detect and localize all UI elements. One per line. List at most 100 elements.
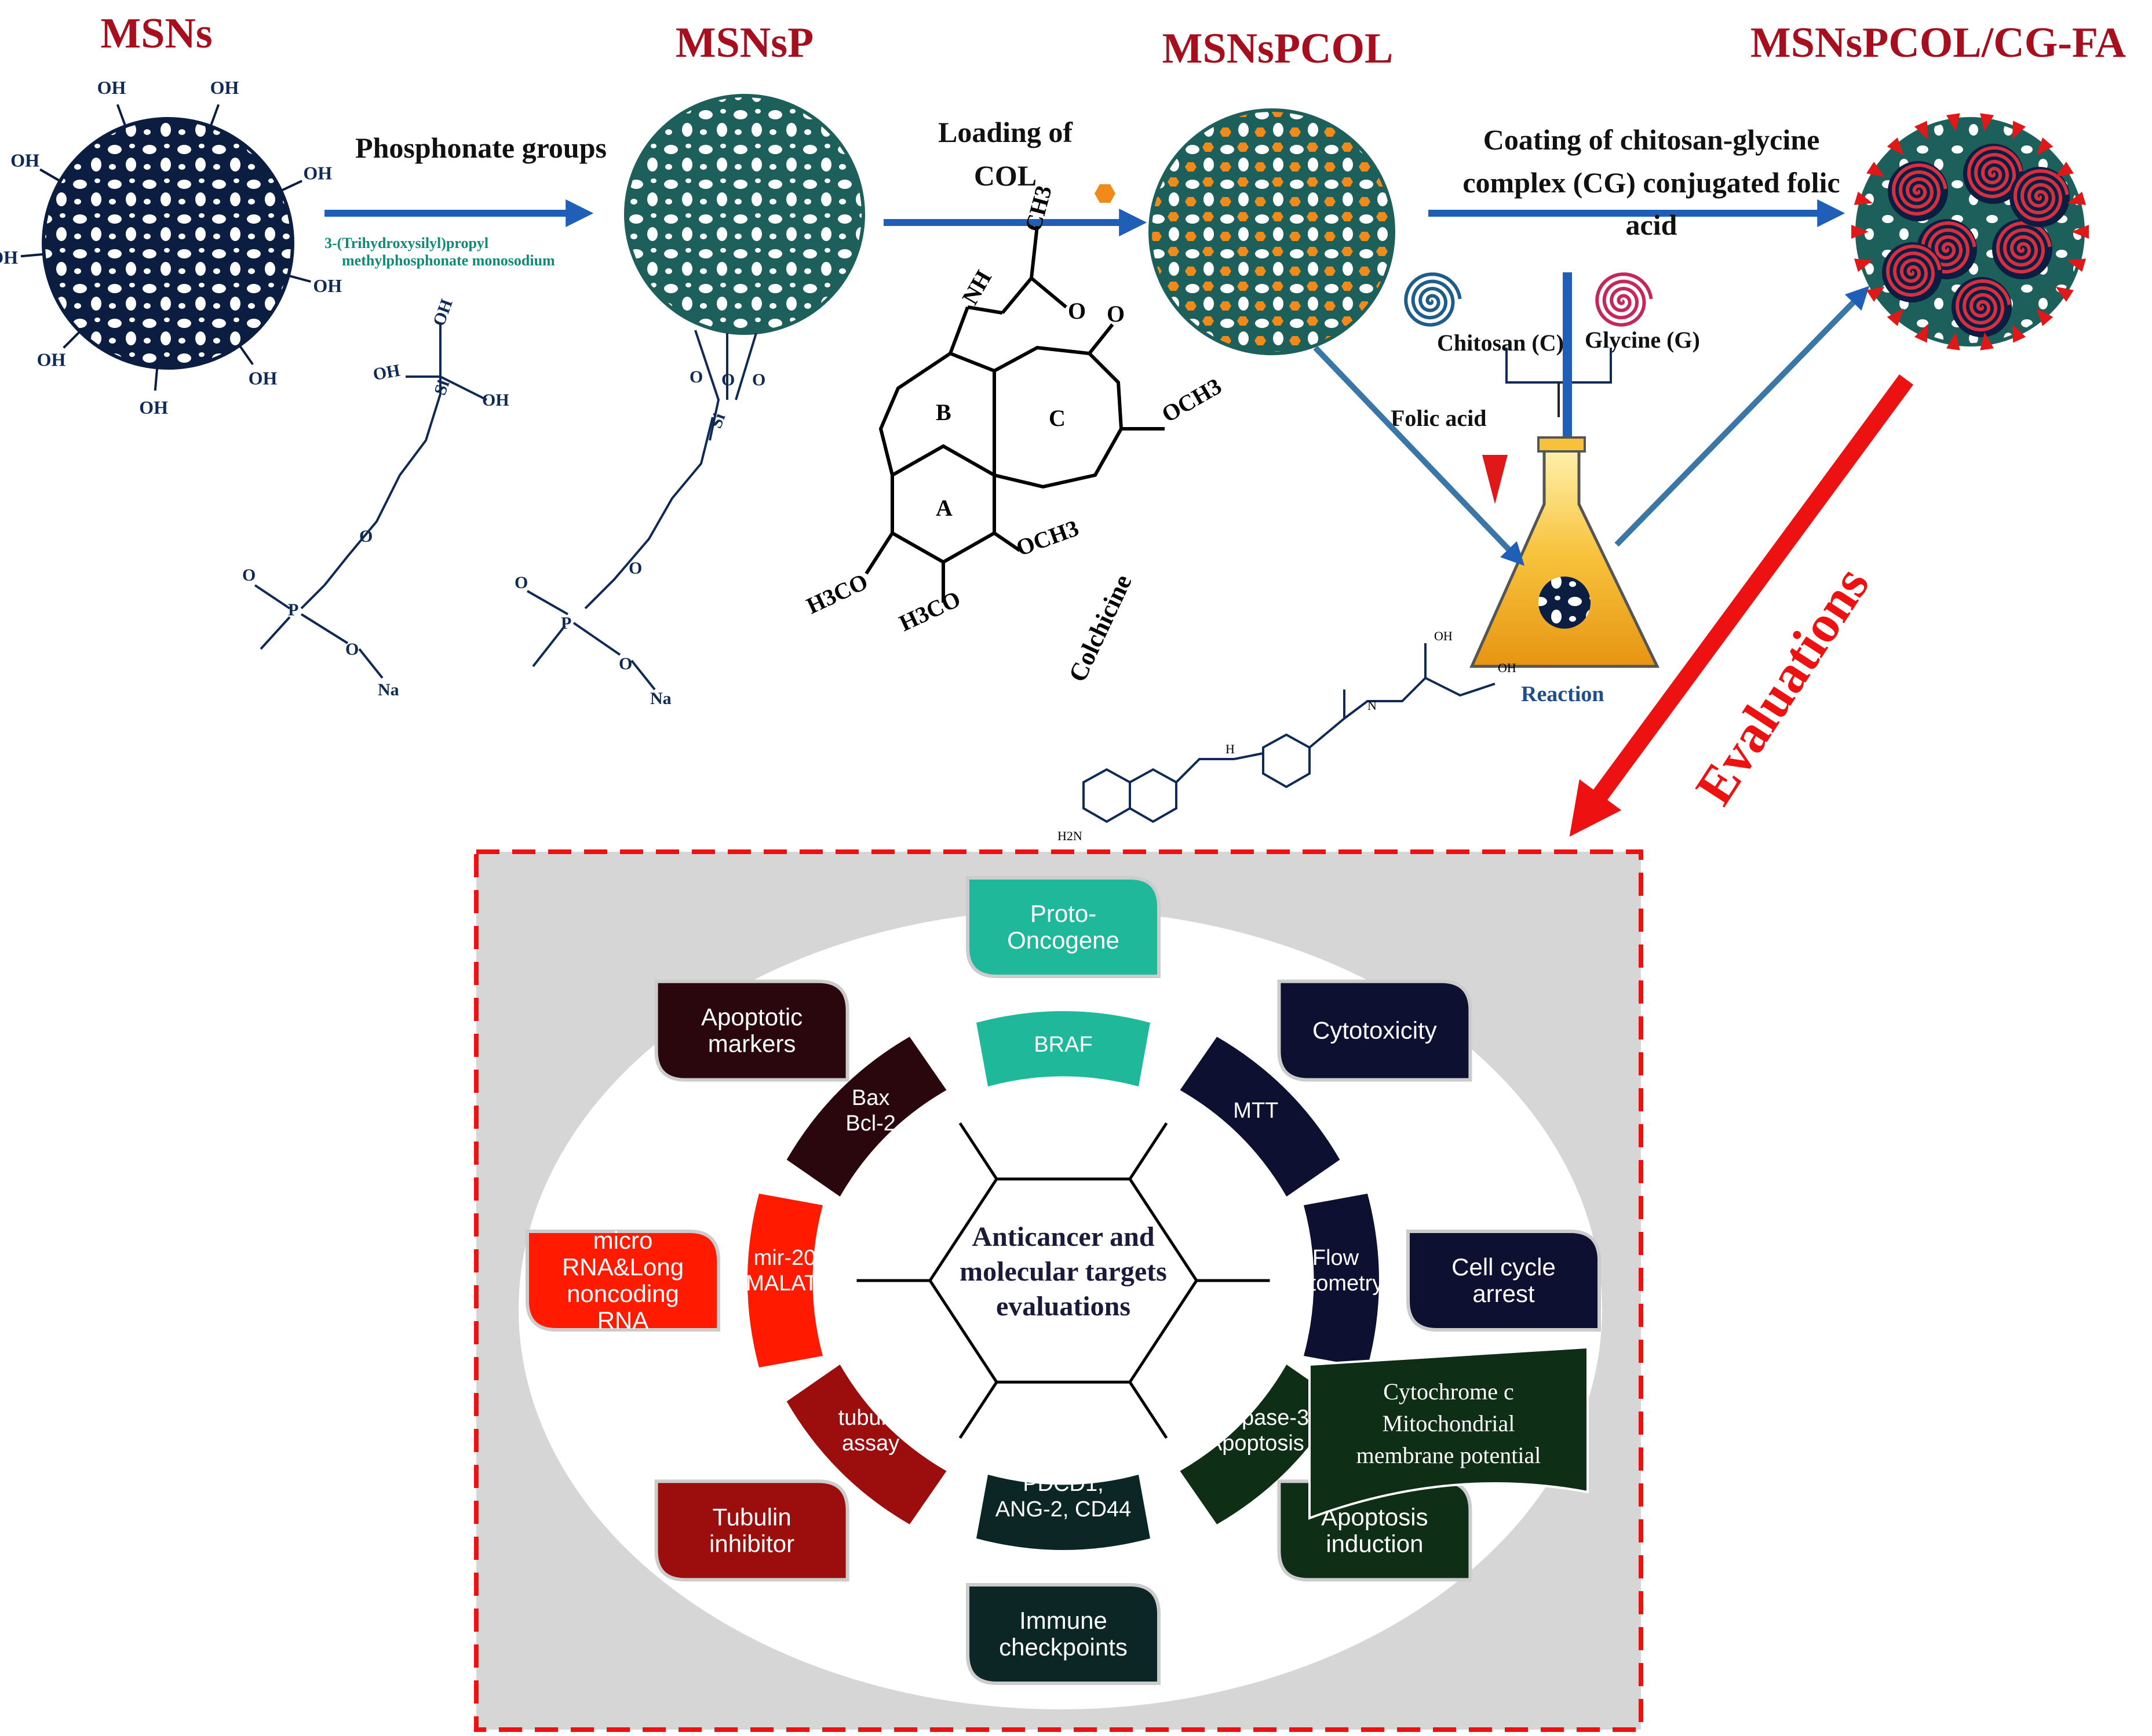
step3-label-3: acid	[1626, 209, 1677, 241]
folic-acid-label: Folic acid	[1391, 405, 1487, 431]
msnsp-particle: Si O O O O P O O Na	[515, 94, 865, 708]
petal-5-outer-0: Tubulin	[712, 1503, 791, 1530]
colchicine-label: Colchicine	[1063, 570, 1137, 686]
petal-6-outer-2: noncoding	[567, 1280, 679, 1307]
petal-2-inner-1: cytometry	[1288, 1271, 1384, 1296]
petal-1-outer-0: Cytotoxicity	[1312, 1017, 1437, 1044]
ring-label-b: B	[936, 399, 951, 425]
ho-left: OH	[371, 361, 402, 385]
petal-6-outer-0: micro	[593, 1227, 653, 1254]
petal-5-outer-1: inhibitor	[709, 1530, 794, 1557]
petal-6-inner-0: mir-205	[754, 1246, 829, 1270]
o-atom-6: O	[619, 654, 632, 673]
p-atom-2: P	[561, 614, 571, 633]
petal-5-inner-0: tubulin	[838, 1406, 903, 1430]
mito-line-2: Mitochondrial	[1383, 1410, 1515, 1436]
folic-acid-structure: H2N H N OH OH	[1057, 629, 1516, 843]
petal-4-outer-0: Immune	[1019, 1607, 1107, 1634]
petal-7-inner-1: Bcl-2	[845, 1111, 896, 1136]
nh-group: NH	[957, 266, 997, 309]
h3co-lower: H3CO	[895, 585, 965, 636]
reagent-structure: Si OH OH OH O P O O Na	[242, 297, 509, 699]
reaction-label: Reaction	[1521, 682, 1604, 706]
o-atom-5: O	[515, 573, 528, 592]
oh-top: OH	[429, 297, 457, 329]
petal-6-outer-1: RNA&Long	[562, 1253, 684, 1281]
glycine-spiral-icon	[1595, 272, 1653, 327]
col-hexagon-icon	[1095, 184, 1115, 203]
petal-6-inner-1: MALAT-1	[746, 1271, 836, 1296]
step2-label-2: COL	[974, 159, 1037, 192]
petal-2-outer-1: arrest	[1472, 1280, 1535, 1307]
step3-label-2: complex (CG) conjugated folic	[1462, 166, 1840, 199]
na-atom-2: Na	[650, 689, 672, 708]
chitosan-spiral-icon	[1404, 272, 1462, 327]
center-label-2: molecular targets	[960, 1256, 1167, 1287]
hydroxyl-label-1: OH	[97, 77, 126, 98]
step3-label-1: Coating of chitosan-glycine	[1483, 123, 1820, 156]
hydroxyl-label-5: OH	[249, 367, 278, 388]
p-atom: P	[288, 600, 298, 619]
h3co-left: H3CO	[803, 568, 872, 619]
ring-label-a: A	[936, 495, 953, 521]
na-atom: Na	[378, 680, 399, 699]
o-link-3: O	[752, 370, 765, 389]
n-amide: N	[1367, 698, 1377, 713]
petal-7-outer-0: Apoptotic	[701, 1004, 803, 1031]
msnspcol-particle	[1148, 108, 1395, 355]
center-label-3: evaluations	[996, 1291, 1130, 1322]
reagent-line-1: 3-(Trihydroxysilyl)propyl	[324, 235, 488, 251]
petal-0-outer-0: Proto-	[1030, 900, 1096, 927]
petal-7-outer-1: markers	[708, 1030, 796, 1057]
step2-label-1: Loading of	[938, 116, 1073, 148]
o-link-2: O	[721, 370, 735, 389]
title-msnsp: MSNsP	[676, 19, 814, 67]
mito-line-1: Cytochrome c	[1383, 1378, 1514, 1405]
folic-acid-cone-icon	[1482, 455, 1508, 504]
petal-0-inner-0: BRAF	[1034, 1033, 1092, 1057]
step1-label: Phosphonate groups	[355, 132, 607, 164]
nh-amide: H	[1225, 742, 1235, 756]
h2n-group: H2N	[1057, 829, 1082, 843]
chitosan-label: Chitosan (C)	[1437, 330, 1564, 356]
petal-3-inner-0: Caspase-3	[1202, 1406, 1309, 1430]
arrow-flask-to-product	[1614, 286, 1870, 547]
center-label-1: Anticancer and	[972, 1221, 1154, 1252]
petal-5-inner-1: assay	[842, 1431, 899, 1456]
hexagon-spokes	[856, 1122, 1270, 1439]
petal-0-outer-1: Oncogene	[1007, 927, 1119, 954]
mitochondria-banner: Cytochrome c Mitochondrial membrane pote…	[1308, 1345, 1589, 1520]
mito-line-3: membrane potential	[1356, 1442, 1541, 1468]
oh-acid-2: OH	[1498, 661, 1516, 675]
petal-1: MTT Cytotoxicity	[1180, 979, 1472, 1197]
o-acetyl: O	[1068, 298, 1086, 324]
o-link-1: O	[690, 367, 703, 386]
hydroxyl-label-9: OH	[10, 150, 39, 171]
title-msnspcol: MSNsPCOL	[1162, 25, 1394, 72]
petal-4-inner-1: ANG-2, CD44	[995, 1497, 1131, 1522]
petal-4-outer-1: checkpoints	[999, 1633, 1128, 1661]
petal-1-inner-0: MTT	[1233, 1099, 1278, 1123]
o-atom-2: O	[242, 566, 256, 585]
hydroxyl-label-4: OH	[313, 275, 342, 296]
msns-particle: OHOHOHOHOHOHOHOHOHOH	[0, 77, 342, 418]
o-atom-1: O	[359, 527, 373, 546]
och3-ring-a: OCH3	[1013, 515, 1082, 561]
hydroxyl-label-0: OH	[10, 150, 39, 171]
och3-ring-c: OCH3	[1157, 373, 1226, 428]
arrow-col-to-flask	[1313, 345, 1525, 566]
hydroxyl-label-6: OH	[139, 397, 168, 418]
ring-label-c: C	[1049, 405, 1066, 431]
oh-right: OH	[482, 391, 509, 410]
msnspcol-cg-fa-particle	[1851, 113, 2089, 351]
petal-4-inner-0: PDCD1,	[1023, 1472, 1103, 1496]
